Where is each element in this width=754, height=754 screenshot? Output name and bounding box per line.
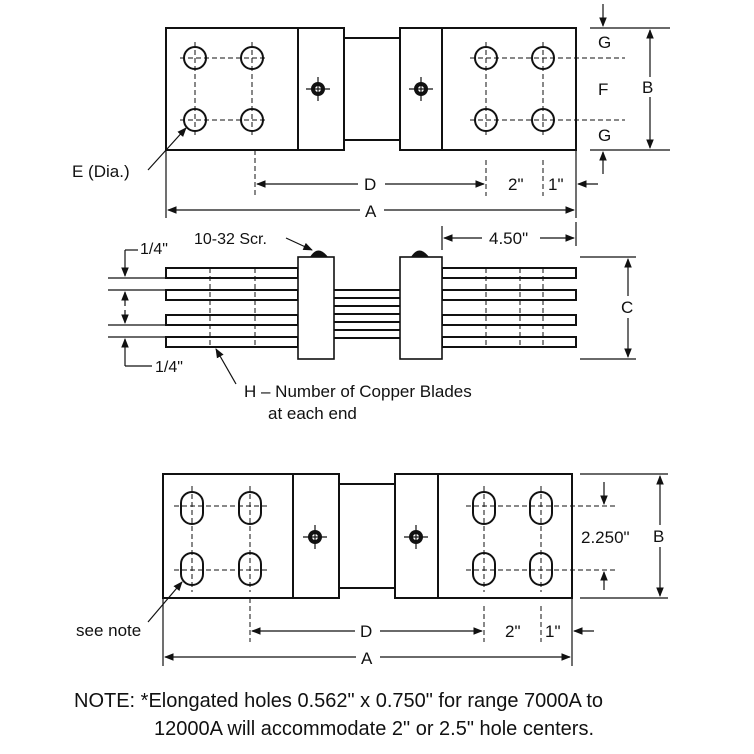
dim-b-label: B	[642, 78, 653, 97]
dim-1in-label: 1"	[548, 175, 564, 194]
note-line-2: 12000A will accommodate 2" or 2.5" hole …	[154, 718, 594, 740]
right-side-block	[399, 256, 443, 360]
dim-c-label: C	[621, 298, 633, 317]
top-view: G F G B E (Dia.) D 2" 1" A	[72, 4, 670, 221]
elongated-holes-right	[466, 486, 618, 592]
left-terminal-plate	[165, 27, 299, 151]
copper-blades-left	[165, 267, 299, 348]
dim-b-label-b: B	[653, 527, 664, 546]
dim-g-top-label: G	[598, 33, 611, 52]
dim-quarter-top-label: 1/4"	[140, 241, 168, 258]
dim-d-label: D	[364, 175, 376, 194]
right-terminal-plate	[441, 27, 577, 151]
dim-4-50-label: 4.50"	[489, 229, 528, 248]
center-neck	[343, 37, 401, 141]
see-note-label: see note	[76, 621, 141, 640]
left-side-block	[297, 256, 335, 360]
sense-screws	[306, 77, 433, 101]
copper-blades-right	[441, 267, 577, 348]
dim-2in-label-b: 2"	[505, 622, 521, 641]
dim-a-label: A	[365, 202, 377, 221]
elongated-holes-left	[174, 486, 268, 592]
dim-1in-label-b: 1"	[545, 622, 561, 641]
dim-f-label: F	[598, 80, 608, 99]
dim-2-250-label: 2.250"	[581, 528, 630, 547]
side-view: 10-32 Scr. 4.50" C 1/4" 1/4" H – Number …	[108, 222, 640, 423]
dim-d-label-b: D	[360, 622, 372, 641]
dim-2in-label: 2"	[508, 175, 524, 194]
resistance-strips	[334, 289, 408, 339]
dim-g-bottom-label: G	[598, 126, 611, 145]
dim-quarter-bottom-label: 1/4"	[155, 359, 183, 376]
sense-screws-b	[303, 525, 428, 549]
blade-count-label: H – Number of Copper Blades	[244, 382, 472, 401]
dim-a-label-b: A	[361, 649, 373, 668]
center-neck-b	[338, 483, 396, 589]
mounting-holes-right	[470, 42, 625, 136]
mounting-holes-left	[180, 42, 267, 136]
hole-diameter-label: E (Dia.)	[72, 162, 130, 181]
blade-count-label-line2: at each end	[268, 404, 357, 423]
bottom-view: 2.250" B see note D 2" 1" A	[76, 473, 672, 668]
screw-left	[310, 250, 328, 257]
right-terminal-plate-b	[437, 473, 573, 599]
note-line-1: NOTE: *Elongated holes 0.562" x 0.750" f…	[74, 690, 603, 712]
screw-label: 10-32 Scr.	[194, 231, 267, 248]
screw-right	[411, 250, 429, 257]
